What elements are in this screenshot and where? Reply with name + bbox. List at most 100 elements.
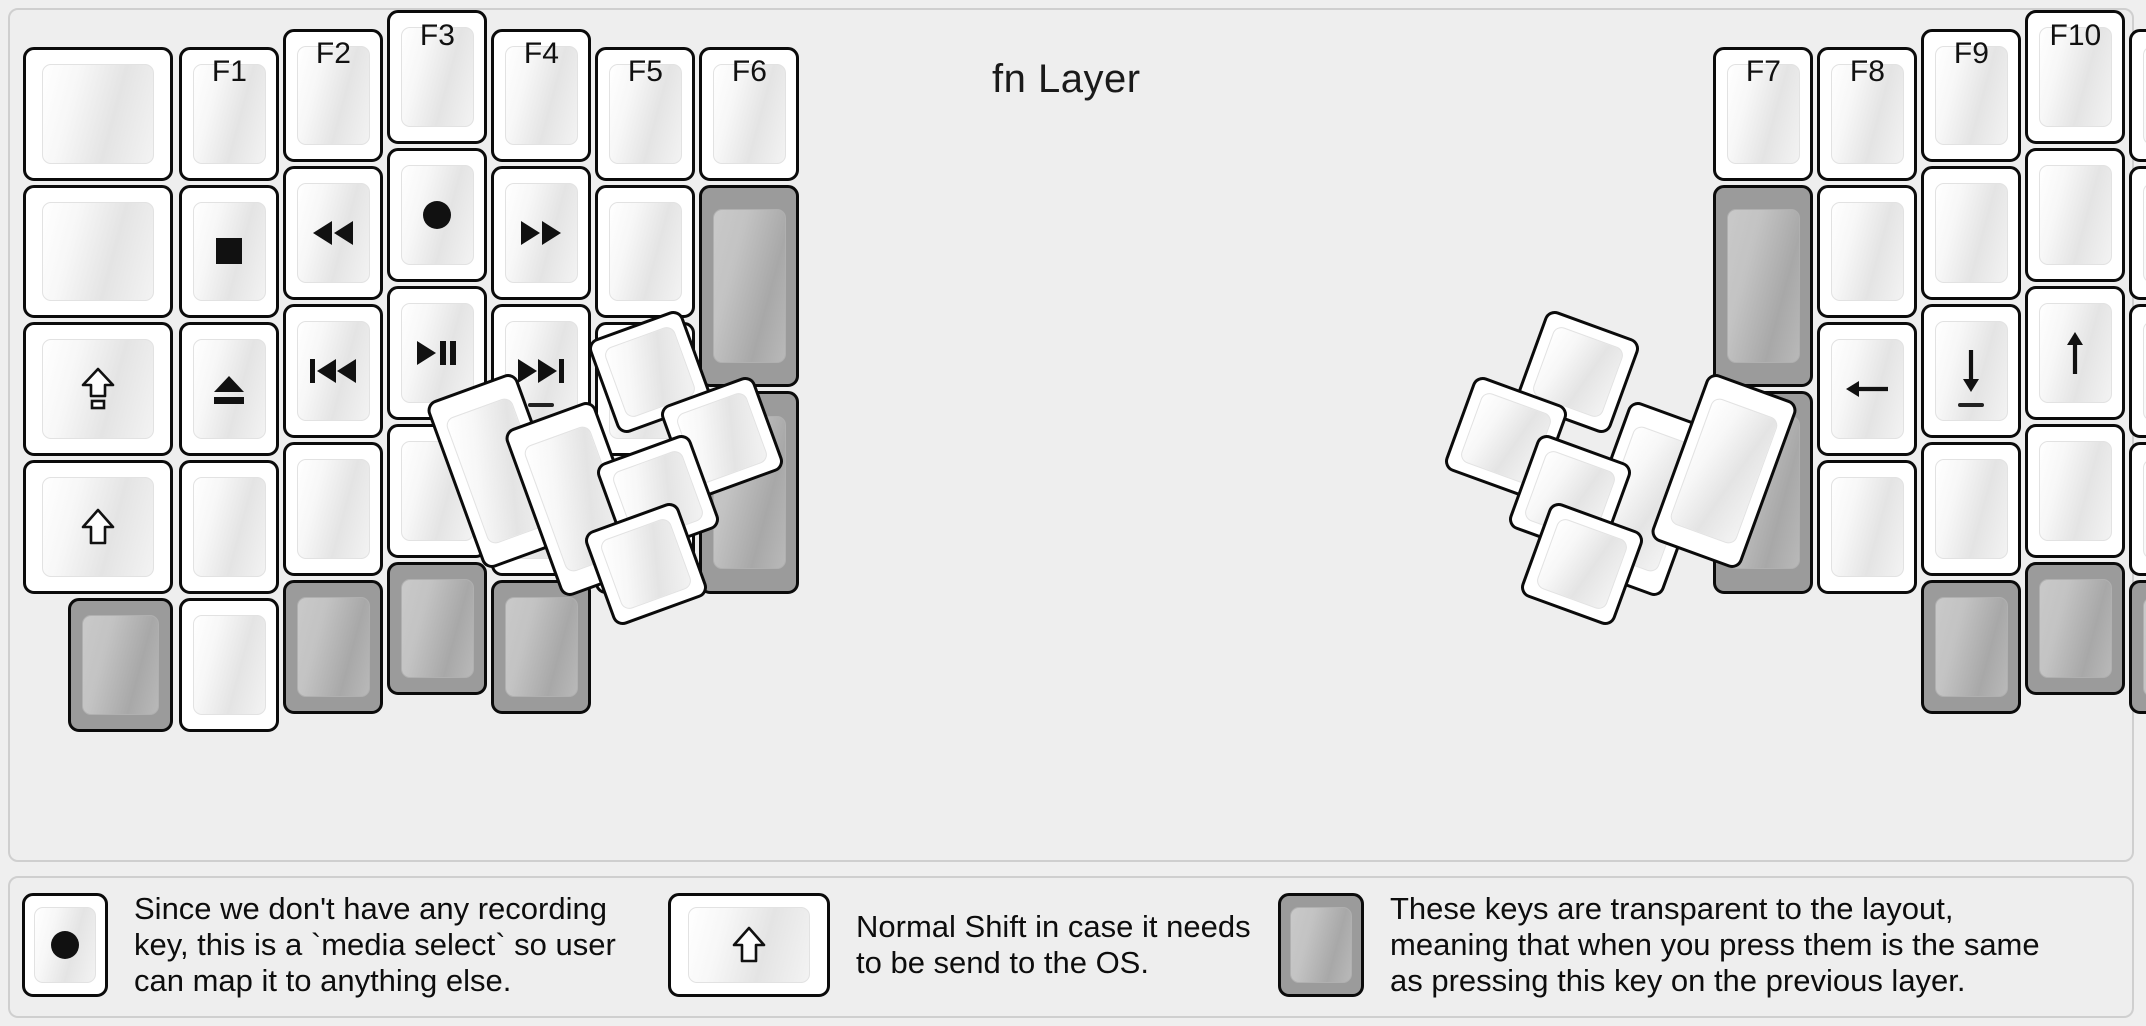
keycap-surface xyxy=(1830,63,1905,164)
key-blank-left-inner1-1[interactable] xyxy=(595,184,696,319)
key-record-left-middle-1[interactable] xyxy=(387,148,488,282)
key-shift-left-outer-3[interactable] xyxy=(23,460,173,594)
key-blank-left-pinky-3[interactable] xyxy=(179,460,280,594)
key-blank-left-pinky-4[interactable] xyxy=(179,598,280,732)
key-arrow-right-right-ring-2[interactable] xyxy=(2129,304,2146,438)
keycap-surface xyxy=(1934,45,2009,146)
key-f9-right-index-0[interactable]: F9 xyxy=(1921,28,2022,163)
keycap-surface xyxy=(400,27,475,128)
key-f6-left-inner2-0[interactable]: F6 xyxy=(699,46,800,181)
key-f11-right-ring-0[interactable]: F11 xyxy=(2129,28,2146,163)
keycap-surface xyxy=(1830,201,1905,302)
key-eject-left-pinky-2[interactable] xyxy=(179,322,280,457)
keycap-surface xyxy=(1726,209,1801,363)
keycap-surface xyxy=(296,596,371,697)
key-blank-right-ring-3[interactable] xyxy=(2129,442,2146,576)
key-caps-shift-left-outer-2[interactable] xyxy=(23,322,173,457)
keycap-surface xyxy=(33,906,97,984)
key-blank-left-outer-1[interactable] xyxy=(23,184,173,319)
keycap-surface xyxy=(2038,578,2113,679)
key-transparent-right-ring-4[interactable] xyxy=(2129,579,2146,714)
keycap-surface xyxy=(192,615,267,715)
key-f8-right-inner1-0[interactable]: F8 xyxy=(1817,46,1918,181)
keycap-surface xyxy=(504,596,579,697)
key-arrow-left-right-inner1-2[interactable] xyxy=(1817,322,1918,457)
legend-description-2: These keys are transparent to the layout… xyxy=(1390,890,2040,999)
keycap-surface xyxy=(1289,906,1353,984)
keycap-surface xyxy=(81,615,159,715)
key-f5-left-inner1-0[interactable]: F5 xyxy=(595,46,696,181)
keycap-surface xyxy=(2038,303,2113,403)
key-blank-right-middle-1[interactable] xyxy=(2025,148,2126,282)
key-f4-left-index-0[interactable]: F4 xyxy=(491,28,592,163)
key-blank-left-middle-3[interactable] xyxy=(387,423,488,558)
key-transparent-left-middle-4[interactable] xyxy=(387,561,488,696)
keycap-surface xyxy=(1830,477,1905,577)
key-blank-right-index-3[interactable] xyxy=(1921,442,2022,576)
record-icon xyxy=(48,928,82,962)
legend-sample-key-1 xyxy=(668,893,830,997)
keycap-surface xyxy=(296,321,371,421)
key-fast-forward-left-index-1[interactable] xyxy=(491,166,592,301)
key-blank-right-ring-1[interactable] xyxy=(2129,166,2146,301)
key-f10-right-middle-0[interactable]: F10 xyxy=(2025,10,2126,145)
keycap-surface xyxy=(400,578,475,679)
keycap-surface xyxy=(192,201,267,302)
key-blank-right-inner1-1[interactable] xyxy=(1817,184,1918,319)
key-f2-left-ring-0[interactable]: F2 xyxy=(283,28,384,163)
key-f7-right-inner2-0[interactable]: F7 xyxy=(1713,46,1814,181)
keycap-surface xyxy=(192,63,267,164)
page-title: fn Layer xyxy=(992,57,1141,101)
key-transparent-right-middle-4[interactable] xyxy=(2025,561,2126,696)
key-rewind-left-ring-1[interactable] xyxy=(283,166,384,301)
key-blank-left-outer-0[interactable] xyxy=(23,46,173,181)
key-prev-track-left-ring-2[interactable] xyxy=(283,304,384,438)
keycap-surface xyxy=(192,339,267,440)
legend-item-1: Normal Shift in case it needs to be send… xyxy=(668,890,1251,1000)
legend-item-2: These keys are transparent to the layout… xyxy=(1278,890,2040,1000)
key-transparent-left-outer-4[interactable] xyxy=(67,598,173,732)
homing-bar xyxy=(1958,402,1985,407)
keycap-surface xyxy=(1830,339,1905,440)
key-blank-right-index-1[interactable] xyxy=(1921,166,2022,301)
keycap-surface xyxy=(42,201,155,302)
key-arrow-up-right-middle-2[interactable] xyxy=(2025,286,2126,420)
keycap-surface xyxy=(400,165,475,265)
keycap-surface xyxy=(296,45,371,146)
keycap-surface xyxy=(2038,27,2113,128)
key-arrow-down-right-index-2[interactable] xyxy=(1921,304,2022,438)
key-f1-left-pinky-0[interactable]: F1 xyxy=(179,46,280,181)
key-blank-right-middle-3[interactable] xyxy=(2025,423,2126,558)
keycap-surface xyxy=(2038,440,2113,541)
keycap-surface xyxy=(504,45,579,146)
keycap-surface xyxy=(42,63,155,164)
key-stop-left-pinky-1[interactable] xyxy=(179,184,280,319)
keycap-surface xyxy=(608,63,683,164)
key-transparent-right-index-4[interactable] xyxy=(1921,579,2022,714)
keycap-surface xyxy=(400,303,475,403)
keycap-surface xyxy=(1934,183,2009,284)
shift-icon xyxy=(732,926,766,964)
keycap-surface xyxy=(608,201,683,302)
keycap-surface xyxy=(2038,165,2113,265)
key-f3-left-middle-0[interactable]: F3 xyxy=(387,10,488,145)
keycap-surface xyxy=(296,183,371,284)
key-blank-left-ring-3[interactable] xyxy=(283,442,384,576)
keycap-surface xyxy=(296,459,371,559)
key-blank-right-inner1-3[interactable] xyxy=(1817,460,1918,594)
key-transparent-left-index-4[interactable] xyxy=(491,579,592,714)
keycap-surface xyxy=(712,209,787,363)
legend-panel xyxy=(8,876,2134,1018)
key-transparent-left-inner2-1[interactable] xyxy=(699,184,800,388)
keycap-surface xyxy=(42,339,155,440)
legend-sample-key-2 xyxy=(1278,893,1364,997)
legend-sample-key-0 xyxy=(22,893,108,997)
keycap-surface xyxy=(1726,63,1801,164)
homing-bar xyxy=(528,402,555,407)
keycap-surface xyxy=(1534,516,1630,612)
keycap-surface xyxy=(1934,459,2009,559)
key-transparent-right-inner2-1[interactable] xyxy=(1713,184,1814,388)
key-transparent-left-ring-4[interactable] xyxy=(283,579,384,714)
keycap-surface xyxy=(598,516,694,612)
